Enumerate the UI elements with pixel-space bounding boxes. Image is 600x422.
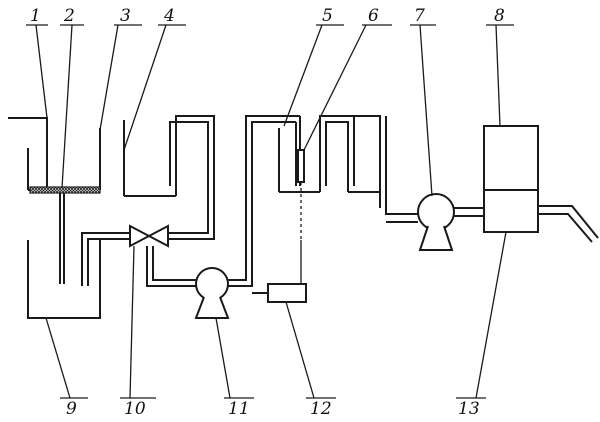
outlet-pipe — [538, 205, 599, 243]
valve-10 — [129, 224, 169, 248]
label-7: 7 — [414, 6, 425, 26]
tank-9 — [27, 193, 101, 319]
pump-7 — [417, 193, 455, 251]
pipe-tank5-to-pump7 — [319, 115, 418, 223]
label-10: 10 — [124, 399, 146, 419]
tank-8 — [483, 125, 539, 193]
label-1: 1 — [30, 6, 41, 26]
tank-4 — [123, 120, 177, 197]
leader-lines — [26, 24, 514, 399]
label-4: 4 — [163, 6, 175, 26]
controller-box-12 — [267, 283, 307, 303]
callout-labels: 1 2 3 4 5 6 7 8 9 10 11 12 13 — [30, 6, 505, 419]
tank-13 — [483, 189, 539, 233]
pump-11 — [194, 267, 230, 319]
pipe-valve-to-pump11 — [146, 246, 196, 287]
label-11: 11 — [228, 399, 250, 419]
pipe-valve-to-tank4 — [168, 115, 215, 240]
label-6: 6 — [368, 6, 379, 26]
pipe-pump7-to-tank13 — [454, 207, 484, 217]
label-13: 13 — [458, 399, 480, 419]
sensor-probe-6 — [297, 149, 305, 183]
label-8: 8 — [494, 6, 505, 26]
raw-tank-3 — [8, 117, 101, 191]
label-2: 2 — [63, 6, 75, 26]
pipe-tank9-to-valve — [81, 232, 130, 286]
label-12: 12 — [310, 399, 332, 419]
label-5: 5 — [322, 6, 333, 26]
filter-screen-2 — [29, 186, 101, 194]
pipe-pump11-to-tank5 — [228, 115, 300, 287]
label-3: 3 — [120, 6, 131, 26]
label-9: 9 — [66, 399, 77, 419]
